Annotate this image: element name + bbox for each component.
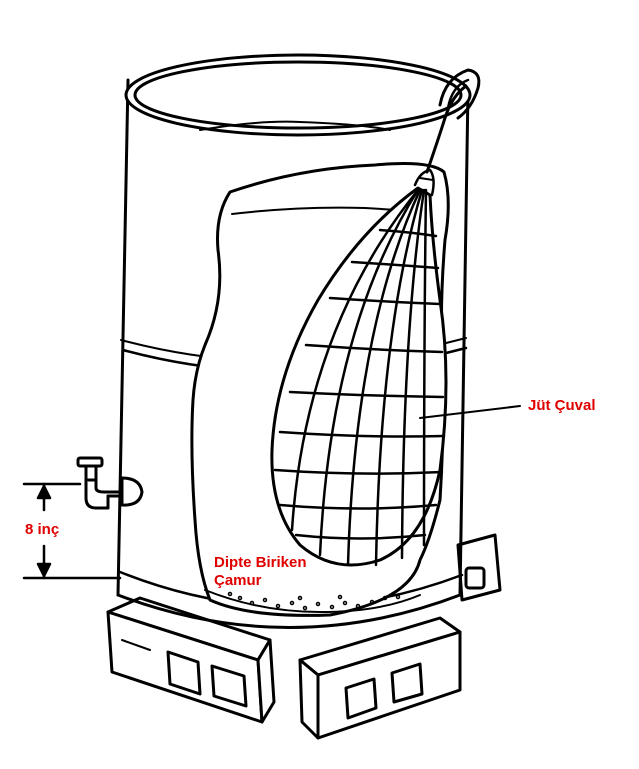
- barrel-rim: [124, 53, 472, 137]
- height-label: 8 inç: [25, 521, 60, 538]
- jute-sack-label: Jüt Çuval: [528, 397, 596, 414]
- cinder-block-back-right: [456, 533, 502, 602]
- sludge-label-line2: Çamur: [214, 572, 262, 589]
- hanging-rope: [425, 84, 468, 174]
- cinder-block-front-left: [106, 596, 276, 724]
- sludge-label: Dipte Biriken Çamur: [214, 554, 307, 590]
- cinder-block-front-right: [298, 616, 462, 740]
- sack-leader-line: [419, 405, 521, 419]
- sludge-layer: [204, 589, 421, 613]
- sludge-label-line1: Dipte Biriken: [214, 554, 307, 571]
- faucet-icon: [76, 456, 144, 510]
- barrel-handle: [438, 68, 481, 120]
- height-dimension-marker: [22, 482, 122, 580]
- jute-sack: [270, 168, 448, 567]
